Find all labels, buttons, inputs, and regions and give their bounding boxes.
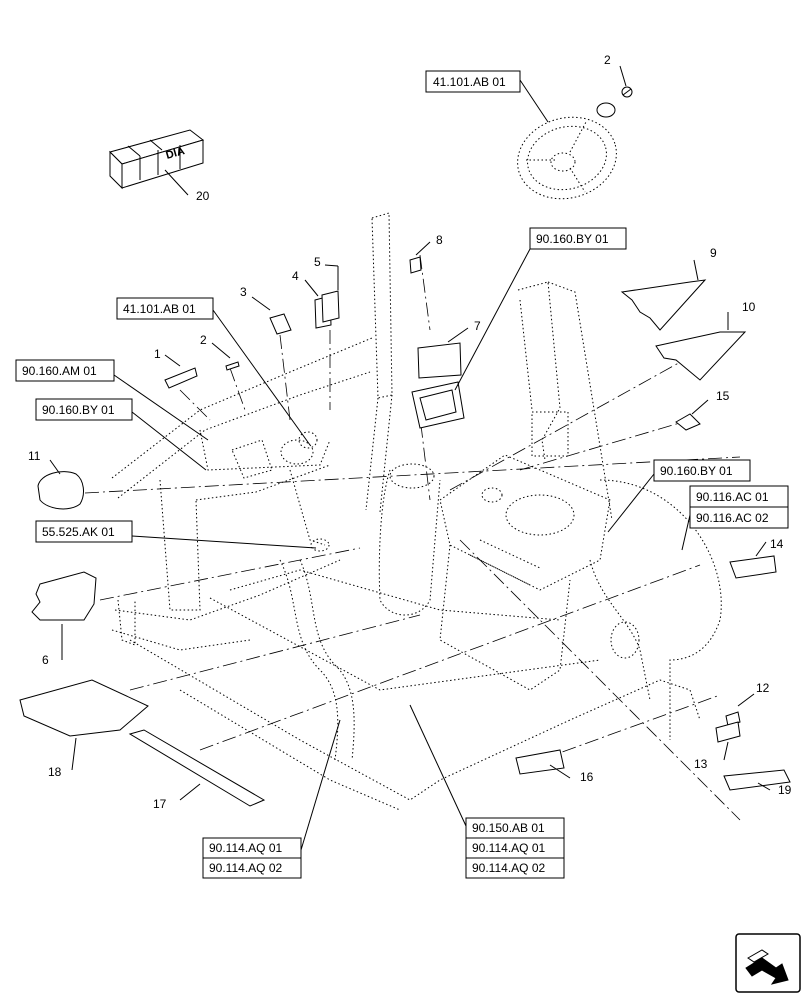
ref-90-160-by-01-console[interactable]: 90.160.BY 01 [607,459,751,533]
decal-10[interactable]: 10 [655,300,756,381]
decal-17[interactable]: 17 [128,729,266,811]
callout-11: 11 [28,449,41,463]
decal-1[interactable]: 1 [154,347,198,389]
callout-5: 5 [314,255,321,269]
ref-55-525-ak-01[interactable]: 55.525.AK 01 [35,520,317,549]
callout-4: 4 [292,269,299,283]
ref-90-150-ab-stack[interactable]: 90.150.AB 01 90.114.AQ 01 90.114.AQ 02 [409,704,565,879]
ref-41-101-ab-01-mid[interactable]: 41.101.AB 01 [116,297,311,446]
svg-text:90.116.AC 02: 90.116.AC 02 [696,511,769,525]
svg-text:90.160.BY 01: 90.160.BY 01 [660,464,733,478]
svg-text:90.116.AC 01: 90.116.AC 01 [696,490,769,504]
callout-18: 18 [48,765,62,779]
decal-14[interactable]: 14 [729,537,784,579]
decal-16[interactable]: 16 [515,749,594,784]
callout-10: 10 [742,300,756,314]
callout-7: 7 [474,319,481,333]
svg-text:55.525.AK 01: 55.525.AK 01 [42,525,115,539]
callout-1: 1 [154,347,161,361]
callout-3: 3 [240,285,247,299]
ref-90-114-aq-left-stack[interactable]: 90.114.AQ 01 90.114.AQ 02 [202,719,341,879]
ref-90-160-by-01-right[interactable]: 90.160.BY 01 [454,227,627,391]
svg-text:90.160.BY 01: 90.160.BY 01 [42,403,115,417]
crate-label: DIA [165,145,187,162]
cab-structure [111,212,722,811]
ref-90-160-by-01-left[interactable]: 90.160.BY 01 [35,398,207,471]
decal-19[interactable]: 19 [723,769,792,797]
callout-19: 19 [778,783,792,797]
decal-5[interactable]: 5 [314,255,340,323]
ref-90-160-am-01[interactable]: 90.160.AM 01 [15,359,209,441]
callout-12: 12 [756,681,770,695]
decal-2-left[interactable]: 2 [200,333,240,371]
next-page-arrow-icon[interactable] [735,933,801,993]
callout-15: 15 [716,389,730,403]
svg-text:90.114.AQ 01: 90.114.AQ 01 [209,841,282,855]
svg-text:41.101.AB 01: 41.101.AB 01 [433,75,506,89]
svg-text:41.101.AB 01: 41.101.AB 01 [123,302,196,316]
decal-12[interactable]: 12 [725,681,770,727]
callout-9: 9 [710,246,717,260]
svg-text:90.160.BY 01: 90.160.BY 01 [536,232,609,246]
decal-18[interactable]: 18 [19,679,149,779]
callout-2-top: 2 [604,53,611,67]
crate-illustration: DIA 20 [109,129,210,203]
decal-8[interactable]: 8 [409,233,443,274]
callout-2-left: 2 [200,333,207,347]
svg-text:90.114.AQ 02: 90.114.AQ 02 [209,861,282,875]
decal-15[interactable]: 15 [675,389,730,431]
decal-11[interactable]: 11 [28,449,84,510]
decal-6[interactable]: 6 [31,571,97,667]
svg-text:90.160.AM 01: 90.160.AM 01 [22,364,97,378]
decal-3[interactable]: 3 [240,285,292,335]
ref-41-101-ab-01-top[interactable]: 41.101.AB 01 [425,70,521,93]
svg-text:90.114.AQ 02: 90.114.AQ 02 [472,861,545,875]
decal-7[interactable]: 7 [411,319,481,429]
decal-13[interactable]: 13 [694,721,741,771]
callout-8: 8 [436,233,443,247]
leader-lines [84,254,741,821]
svg-text:90.150.AB 01: 90.150.AB 01 [472,821,545,835]
callout-13: 13 [694,757,708,771]
ref-90-116-ac-stack[interactable]: 90.116.AC 01 90.116.AC 02 [681,485,789,551]
svg-text:90.114.AQ 01: 90.114.AQ 01 [472,841,545,855]
decal-9[interactable]: 9 [620,246,717,331]
callout-16: 16 [580,770,594,784]
callout-14: 14 [770,537,784,551]
callout-17: 17 [153,797,167,811]
steering-wheel-illustration: 2 [517,53,633,200]
callout-20: 20 [196,189,210,203]
callout-6: 6 [42,653,49,667]
